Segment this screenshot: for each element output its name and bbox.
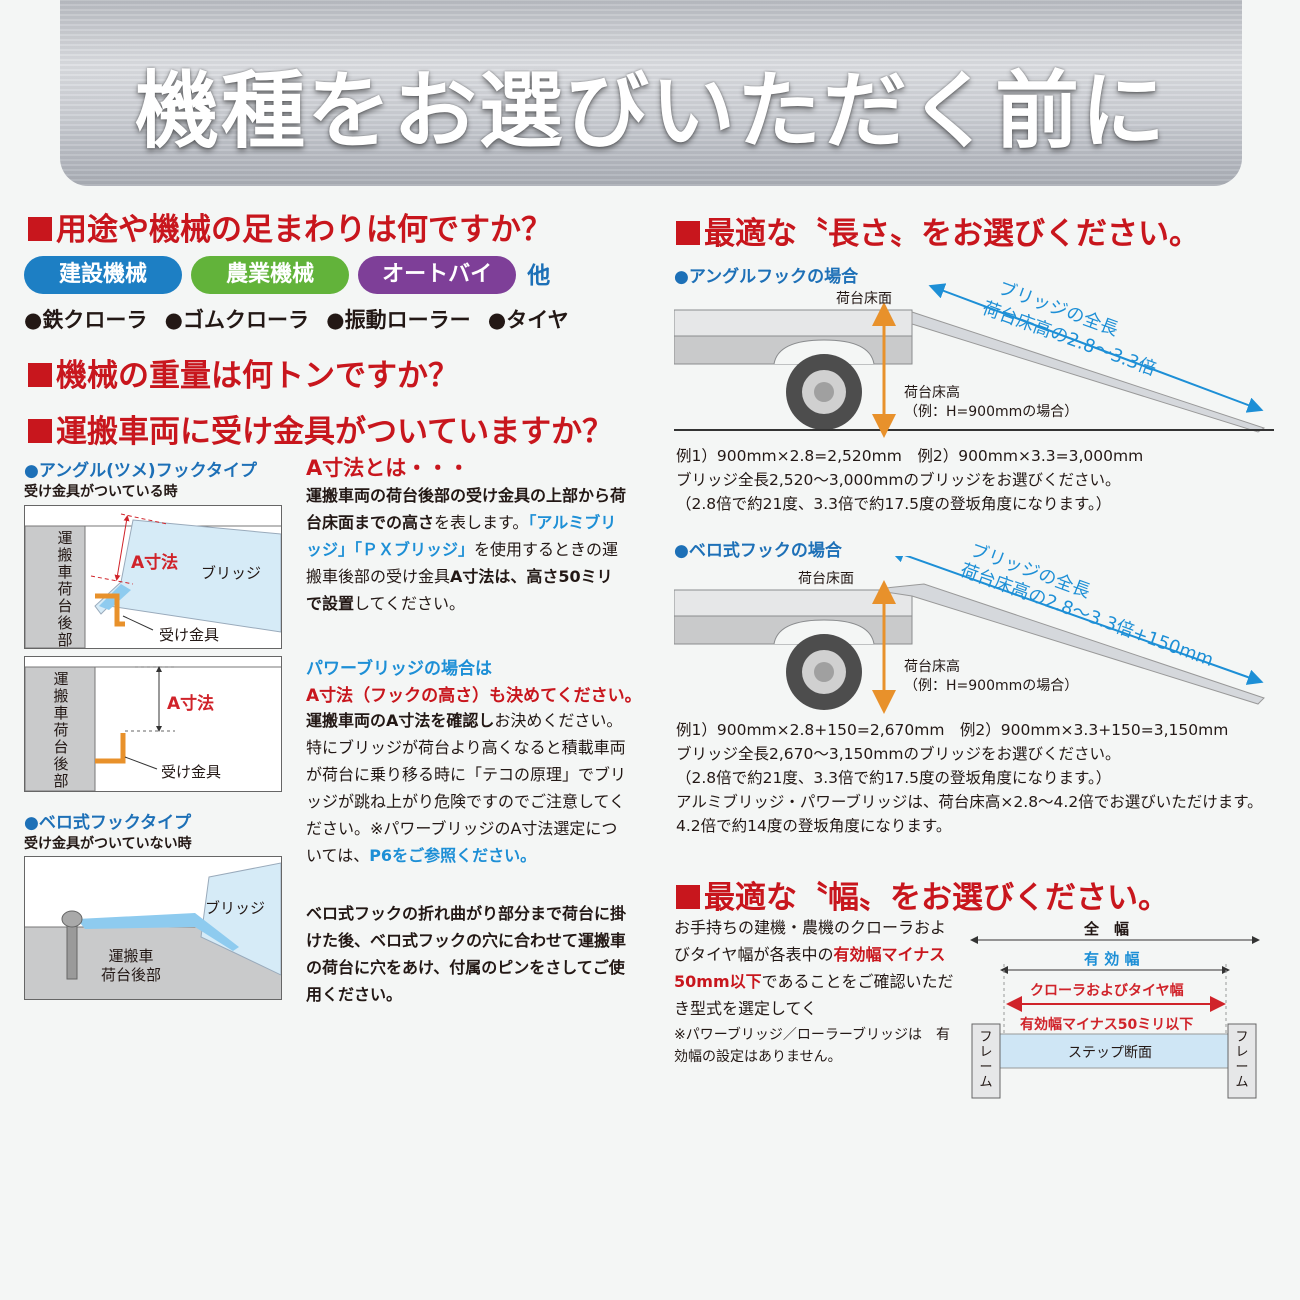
undercarriage-item: ●タイヤ <box>487 308 569 332</box>
width-cross-section-diagram: 全 幅 有 効 幅 クローラおよびタイヤ幅 有効幅マイナス50ミリ以下 ステップ… <box>964 914 1264 1104</box>
bero-hook-case-title: ●ベロ式フックの場合 <box>674 541 842 561</box>
floor-label: 荷台床面 <box>836 291 892 307</box>
crawler-width-label: クローラおよびタイヤ幅 <box>1030 983 1184 999</box>
a-dimension-label: A寸法 <box>167 694 215 714</box>
square-bullet-icon <box>676 221 700 245</box>
brushed-metal-texture <box>60 0 1242 186</box>
section-heading-fitting: 運搬車両に受け金具がついていますか？ <box>28 406 613 451</box>
width-note: ※パワーブリッジ／ローラーブリッジは 有効幅の設定はありません。 <box>674 1027 951 1065</box>
power-bridge-title-2: A寸法（フックの高さ）も決めてください。 <box>306 686 642 706</box>
section-heading-length: 最適な〝長さ〟をお選びください。 <box>676 208 1200 253</box>
floor-label: 荷台床面 <box>798 571 854 587</box>
category-motorcycle: オートバイ <box>358 256 517 294</box>
a-dimension-title: A寸法とは・・・ <box>306 456 470 480</box>
power-bridge-title: パワーブリッジの場合は <box>306 659 492 679</box>
angle-hook-case-title: ●アングルフックの場合 <box>674 267 859 287</box>
frame-label-right: フレーム <box>1235 1030 1249 1090</box>
bero-hook-type-note: 受け金具がついていない時 <box>24 836 192 852</box>
square-bullet-icon <box>28 217 52 241</box>
section-heading-width: 最適な〝幅〟をお選びください。 <box>676 872 1169 917</box>
section-heading-usage: 用途や機械の足まわりは何ですか？ <box>28 204 552 249</box>
bero-hook-type-title: ●ベロ式フックタイプ <box>24 813 192 833</box>
bridge-label: ブリッジ <box>201 564 262 582</box>
minus-50-label: 有効幅マイナス50ミリ以下 <box>1020 1017 1194 1033</box>
title-banner: 機種をお選びいただく前に <box>60 0 1242 186</box>
width-description: お手持ちの建機・農機のクローラおよびタイヤ幅が各表中の有効幅マイナス50mm以下… <box>674 918 954 1018</box>
diagram-angle-hook-with-bridge: 運搬車荷台後部 A寸法 ブリッジ 受け金具 <box>24 505 282 649</box>
undercarriage-item: ●鉄クローラ <box>24 308 148 332</box>
category-agriculture: 農業機械 <box>191 256 350 294</box>
step-section-label: ステップ断面 <box>1068 1045 1152 1061</box>
category-construction: 建設機械 <box>24 256 182 294</box>
fitting-label: 受け金具 <box>161 763 222 781</box>
square-bullet-icon <box>676 885 700 909</box>
vehicle-label: 運搬車荷台後部 <box>53 670 69 790</box>
undercarriage-item: ●振動ローラー <box>326 308 471 332</box>
truck-length-diagram-angle: 荷台床面 荷台床高（例：H=900mmの場合） ブリッジの全長 荷台床高の2.8… <box>673 278 1274 440</box>
diagram-bero-hook: ブリッジ 運搬車 荷台後部 <box>24 856 282 1000</box>
diagram-a-dimension-fitting: 運搬車荷台後部 A寸法 受け金具 <box>24 656 282 792</box>
section-heading-weight: 機械の重量は何トンですか？ <box>28 350 459 395</box>
vehicle-label: 運搬車荷台後部 <box>57 529 73 649</box>
vehicle-label: 運搬車 荷台後部 <box>101 947 162 984</box>
square-bullet-icon <box>28 363 52 387</box>
total-width-label: 全 幅 <box>1084 920 1130 938</box>
floor-height-label: 荷台床高（例：H=900mmの場合） <box>904 385 1079 420</box>
bero-hook-instructions: ベロ式フックの折れ曲がり部分まで荷台に掛けた後、ベロ式フックの穴に合わせて運搬車… <box>306 904 627 1004</box>
length-calculation-bero: 例1）900mm×2.8+150=2,670mm 例2）900mm×3.3+15… <box>676 721 1263 835</box>
bridge-label: ブリッジ <box>205 899 266 917</box>
undercarriage-item: ●ゴムクローラ <box>164 308 309 332</box>
square-bullet-icon <box>28 419 52 443</box>
length-calculation-angle: 例1）900mm×2.8=2,520mm 例2）900mm×3.3=3,000m… <box>676 447 1144 513</box>
page-title: 機種をお選びいただく前に <box>134 62 1167 160</box>
truck-length-diagram-bero: 荷台床面 荷台床高（例：H=900mmの場合） ブリッジの全長 荷台床高の2.8… <box>673 540 1274 716</box>
floor-height-label: 荷台床高（例：H=900mmの場合） <box>904 659 1079 694</box>
fitting-label: 受け金具 <box>159 626 220 644</box>
a-dimension-label: A寸法 <box>131 553 179 573</box>
angle-hook-type-title: ●アングル(ツメ)フックタイプ <box>24 461 258 481</box>
a-dimension-description: 運搬車両の荷台後部の受け金具の上部から荷台床面までの高さを表します。「アルミブリ… <box>306 486 627 613</box>
undercarriage-list: ●鉄クローラ ●ゴムクローラ ●振動ローラー ●タイヤ <box>24 304 569 334</box>
angle-hook-type-note: 受け金具がついている時 <box>24 484 178 500</box>
category-pills: 建設機械 農業機械 オートバイ 他 <box>24 256 550 294</box>
power-bridge-description: 運搬車両のA寸法を確認しお決めください。特にブリッジが荷台より高くなると積載車両… <box>306 711 627 865</box>
effective-width-label: 有 効 幅 <box>1080 948 1144 969</box>
category-etc: 他 <box>527 263 551 289</box>
frame-label-left: フレーム <box>979 1030 993 1090</box>
